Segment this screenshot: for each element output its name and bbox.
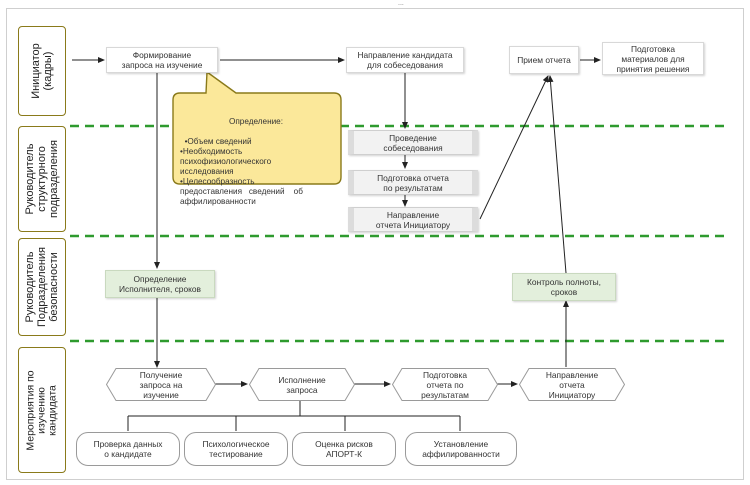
process-step-send-report: Направление отчета Инициатору (519, 368, 625, 401)
callout-shape (172, 70, 342, 185)
node-send-report-initiator: Направление отчета Инициатору (348, 207, 478, 232)
callout-text: Определение: •Объем сведений •Необходимо… (180, 97, 332, 207)
lane-label-unit-head: Руководитель структурного подразделения (18, 126, 66, 232)
callout-title: Определение: (228, 117, 284, 126)
process-step-execute-request: Исполнение запроса (249, 368, 355, 401)
sub-step-affiliation: Установление аффилированности (405, 432, 517, 466)
node-send-candidate: Направление кандидата для собеседования (346, 47, 464, 73)
lane-label-security-head: Руководитель Подразделения безопасности (18, 238, 66, 336)
lane-label-initiator: Инициатор (кадры) (18, 26, 66, 116)
node-control-completeness: Контроль полноты, сроков (512, 273, 616, 301)
node-conduct-interview: Проведение собеседования (348, 130, 478, 155)
process-step-receive-request: Получение запроса на изучение (106, 368, 216, 401)
node-prepare-materials: Подготовка материалов для принятия решен… (602, 42, 704, 75)
callout-lines: •Объем сведений •Необходимость психофизи… (180, 137, 303, 206)
node-form-request: Формирование запроса на изучение (106, 47, 218, 73)
node-define-executor: Определение Исполнителя, сроков (105, 270, 215, 298)
sub-step-risk-assessment: Оценка рисков АПОРТ-К (292, 432, 396, 466)
node-prepare-report-results: Подготовка отчета по результатам (348, 170, 478, 195)
sub-step-psych-testing: Психологическое тестирование (184, 432, 288, 466)
diagram-frame (6, 8, 744, 480)
arrow-control-to-receive (547, 75, 567, 274)
lane-label-candidate-activities: Мероприятия по изучению кандидата (18, 347, 66, 473)
top-partial-text: ... (398, 0, 404, 7)
process-step-prepare-report: Подготовка отчета по результатам (392, 368, 498, 401)
node-receive-report: Прием отчета (509, 46, 579, 74)
sub-step-check-data: Проверка данных о кандидате (76, 432, 180, 466)
arrow-sendreport-to-receive (479, 75, 549, 220)
